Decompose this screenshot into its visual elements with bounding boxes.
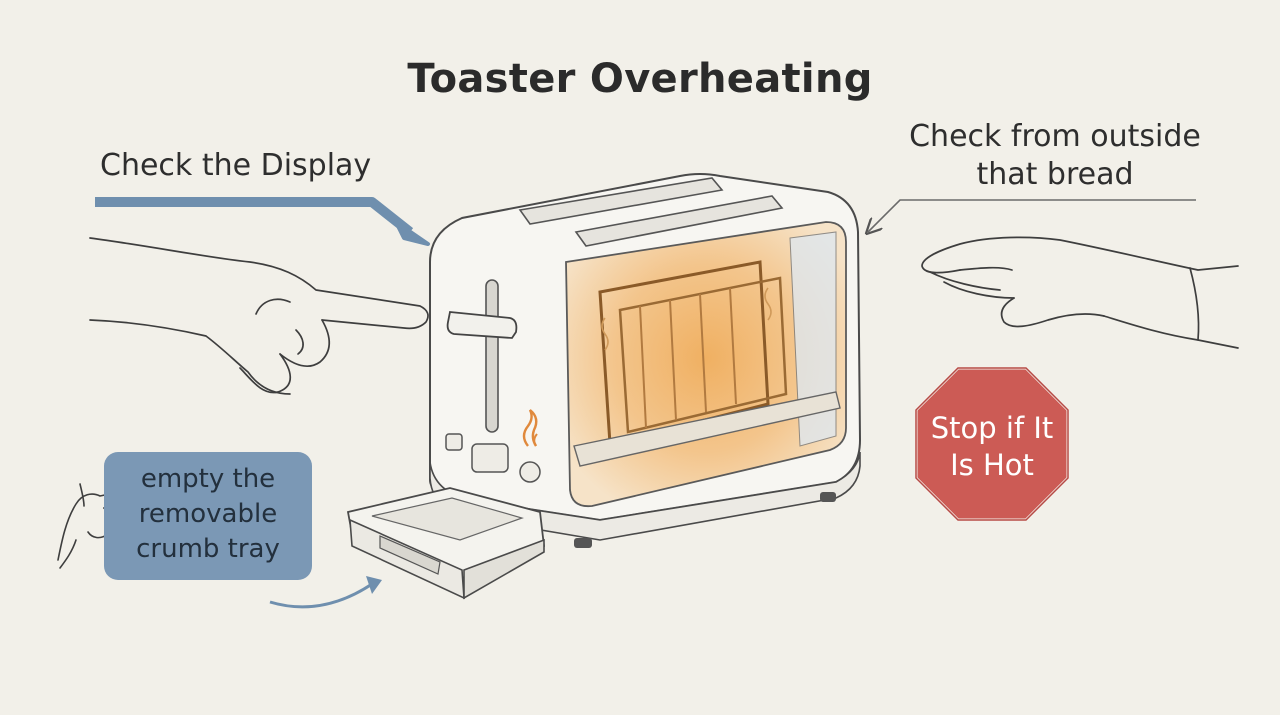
crumb-note-line-1: empty the <box>140 464 276 494</box>
stop-line-1: Stop if It <box>930 411 1054 445</box>
toaster <box>429 173 862 548</box>
check-outside-line-2: that bread <box>976 157 1134 192</box>
crumb-note-line-2: removable <box>138 499 278 529</box>
crumb-tray-note-text: empty the removable crumb tray <box>104 462 312 567</box>
check-outside-line-1: Check from outside <box>909 119 1201 154</box>
crumb-tray <box>346 487 545 600</box>
outside-arrow <box>868 199 1196 232</box>
stop-sign-icon <box>914 366 1070 522</box>
stop-sign-text: Stop if It Is Hot <box>916 410 1068 484</box>
pointing-hand-icon <box>89 237 429 395</box>
crumb-arrow <box>269 576 382 609</box>
diagram-title: Toaster Overheating <box>407 56 873 102</box>
flat-hand-icon <box>921 236 1239 349</box>
display-arrow <box>95 197 430 246</box>
crumb-note-line-3: crumb tray <box>136 534 280 564</box>
crumb-tray-note <box>104 452 312 580</box>
check-display-label: Check the Display <box>100 148 372 183</box>
stop-line-2: Is Hot <box>950 448 1034 482</box>
flame-icon <box>522 409 538 447</box>
check-outside-label: Check from outside that bread <box>905 118 1205 194</box>
